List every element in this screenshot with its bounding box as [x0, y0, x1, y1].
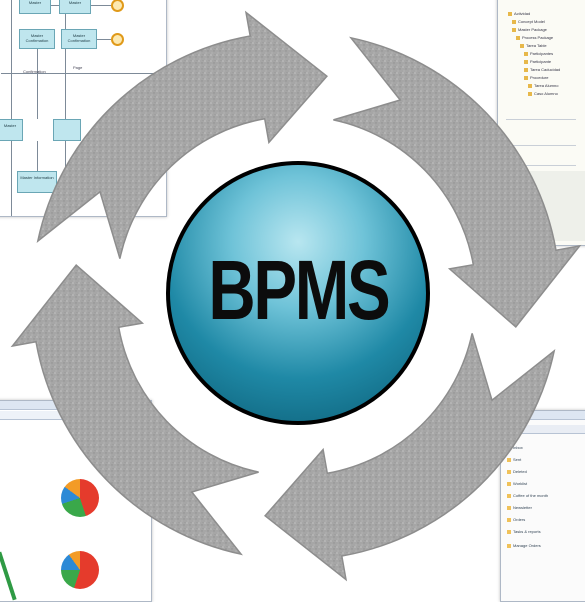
tree-item: Participante [524, 59, 551, 64]
pie-chart [61, 479, 99, 517]
cycle-arrow-left [10, 264, 259, 556]
lane-divider [11, 0, 12, 216]
end-event-icon [111, 0, 124, 12]
divider [506, 165, 576, 166]
toolbar [501, 425, 585, 434]
folder-icon [507, 457, 511, 462]
workflow-task-box: Master Information [17, 171, 57, 193]
tree-item: Tarea Table [520, 43, 547, 48]
navigation-panel-screenshot: Inbox Sent Deleted Worklist Coffee of th… [500, 410, 585, 602]
folder-icon [512, 19, 516, 24]
bpms-badge: BPMS [166, 161, 430, 425]
workflow-task-box [53, 119, 81, 141]
nav-item: Newsletter [507, 505, 532, 510]
folder-icon [507, 493, 511, 498]
workflow-task-box: Master [19, 0, 51, 14]
lane-divider [65, 0, 66, 216]
tree-item: Tarea Caducidad [524, 67, 560, 72]
tree-item: Master Package [512, 27, 547, 32]
workflow-task-box: Master Confirmation [19, 29, 55, 49]
nav-item: Deleted [507, 469, 527, 474]
folder-icon [524, 75, 528, 80]
folder-icon [524, 59, 528, 64]
connector [37, 141, 38, 171]
connector [51, 5, 59, 6]
folder-icon [512, 27, 516, 32]
connector [37, 49, 38, 119]
workflow-task-box: Master [59, 0, 91, 14]
tree-item: Tarea Alumno [528, 83, 558, 88]
cycle-arrow-bottom [264, 333, 556, 582]
connector [91, 5, 113, 6]
tree-item: Actividad [508, 11, 530, 16]
pie-chart [61, 551, 99, 589]
tree-item: Process Package [516, 35, 553, 40]
folder-icon [507, 517, 511, 522]
folder-icon [520, 43, 524, 48]
folder-icon [507, 481, 511, 486]
nav-item: Sent [507, 457, 521, 462]
cycle-arrows [10, 10, 582, 582]
end-event-icon [111, 33, 124, 46]
folder-icon [507, 505, 511, 510]
nav-item: Worklist [507, 481, 527, 486]
divider [506, 119, 576, 120]
nav-item: Coffee of the month [507, 493, 548, 498]
nav-item: Manage Orders [507, 543, 541, 548]
connector [97, 39, 113, 40]
tree-item: Participantes [524, 51, 553, 56]
folder-icon [524, 67, 528, 72]
cycle-arrow-top [36, 10, 328, 259]
folder-icon [507, 469, 511, 474]
folder-icon [516, 35, 520, 40]
folder-icon [508, 11, 512, 16]
folder-icon [524, 51, 528, 56]
cycle-arrow-right [333, 36, 582, 328]
tree-item: Procedure [524, 75, 548, 80]
divider [506, 145, 576, 146]
nav-item: Tasks & reports [507, 529, 541, 534]
workflow-task-box: Master Confirmation [61, 29, 97, 49]
workflow-label: Page [73, 65, 83, 70]
folder-icon [507, 529, 511, 534]
tree-item: Concept Model [512, 19, 545, 24]
workflow-label: Confirmation [23, 69, 46, 74]
toolbar [501, 411, 585, 420]
nav-item: Orders [507, 517, 525, 522]
tree-item: Caso Alumno [528, 91, 558, 96]
workflow-task-box: Master [0, 119, 23, 141]
lane-divider [1, 73, 161, 74]
folder-icon [507, 543, 511, 548]
folder-icon [528, 91, 532, 96]
folder-icon [528, 83, 532, 88]
badge-label: BPMS [208, 242, 390, 337]
